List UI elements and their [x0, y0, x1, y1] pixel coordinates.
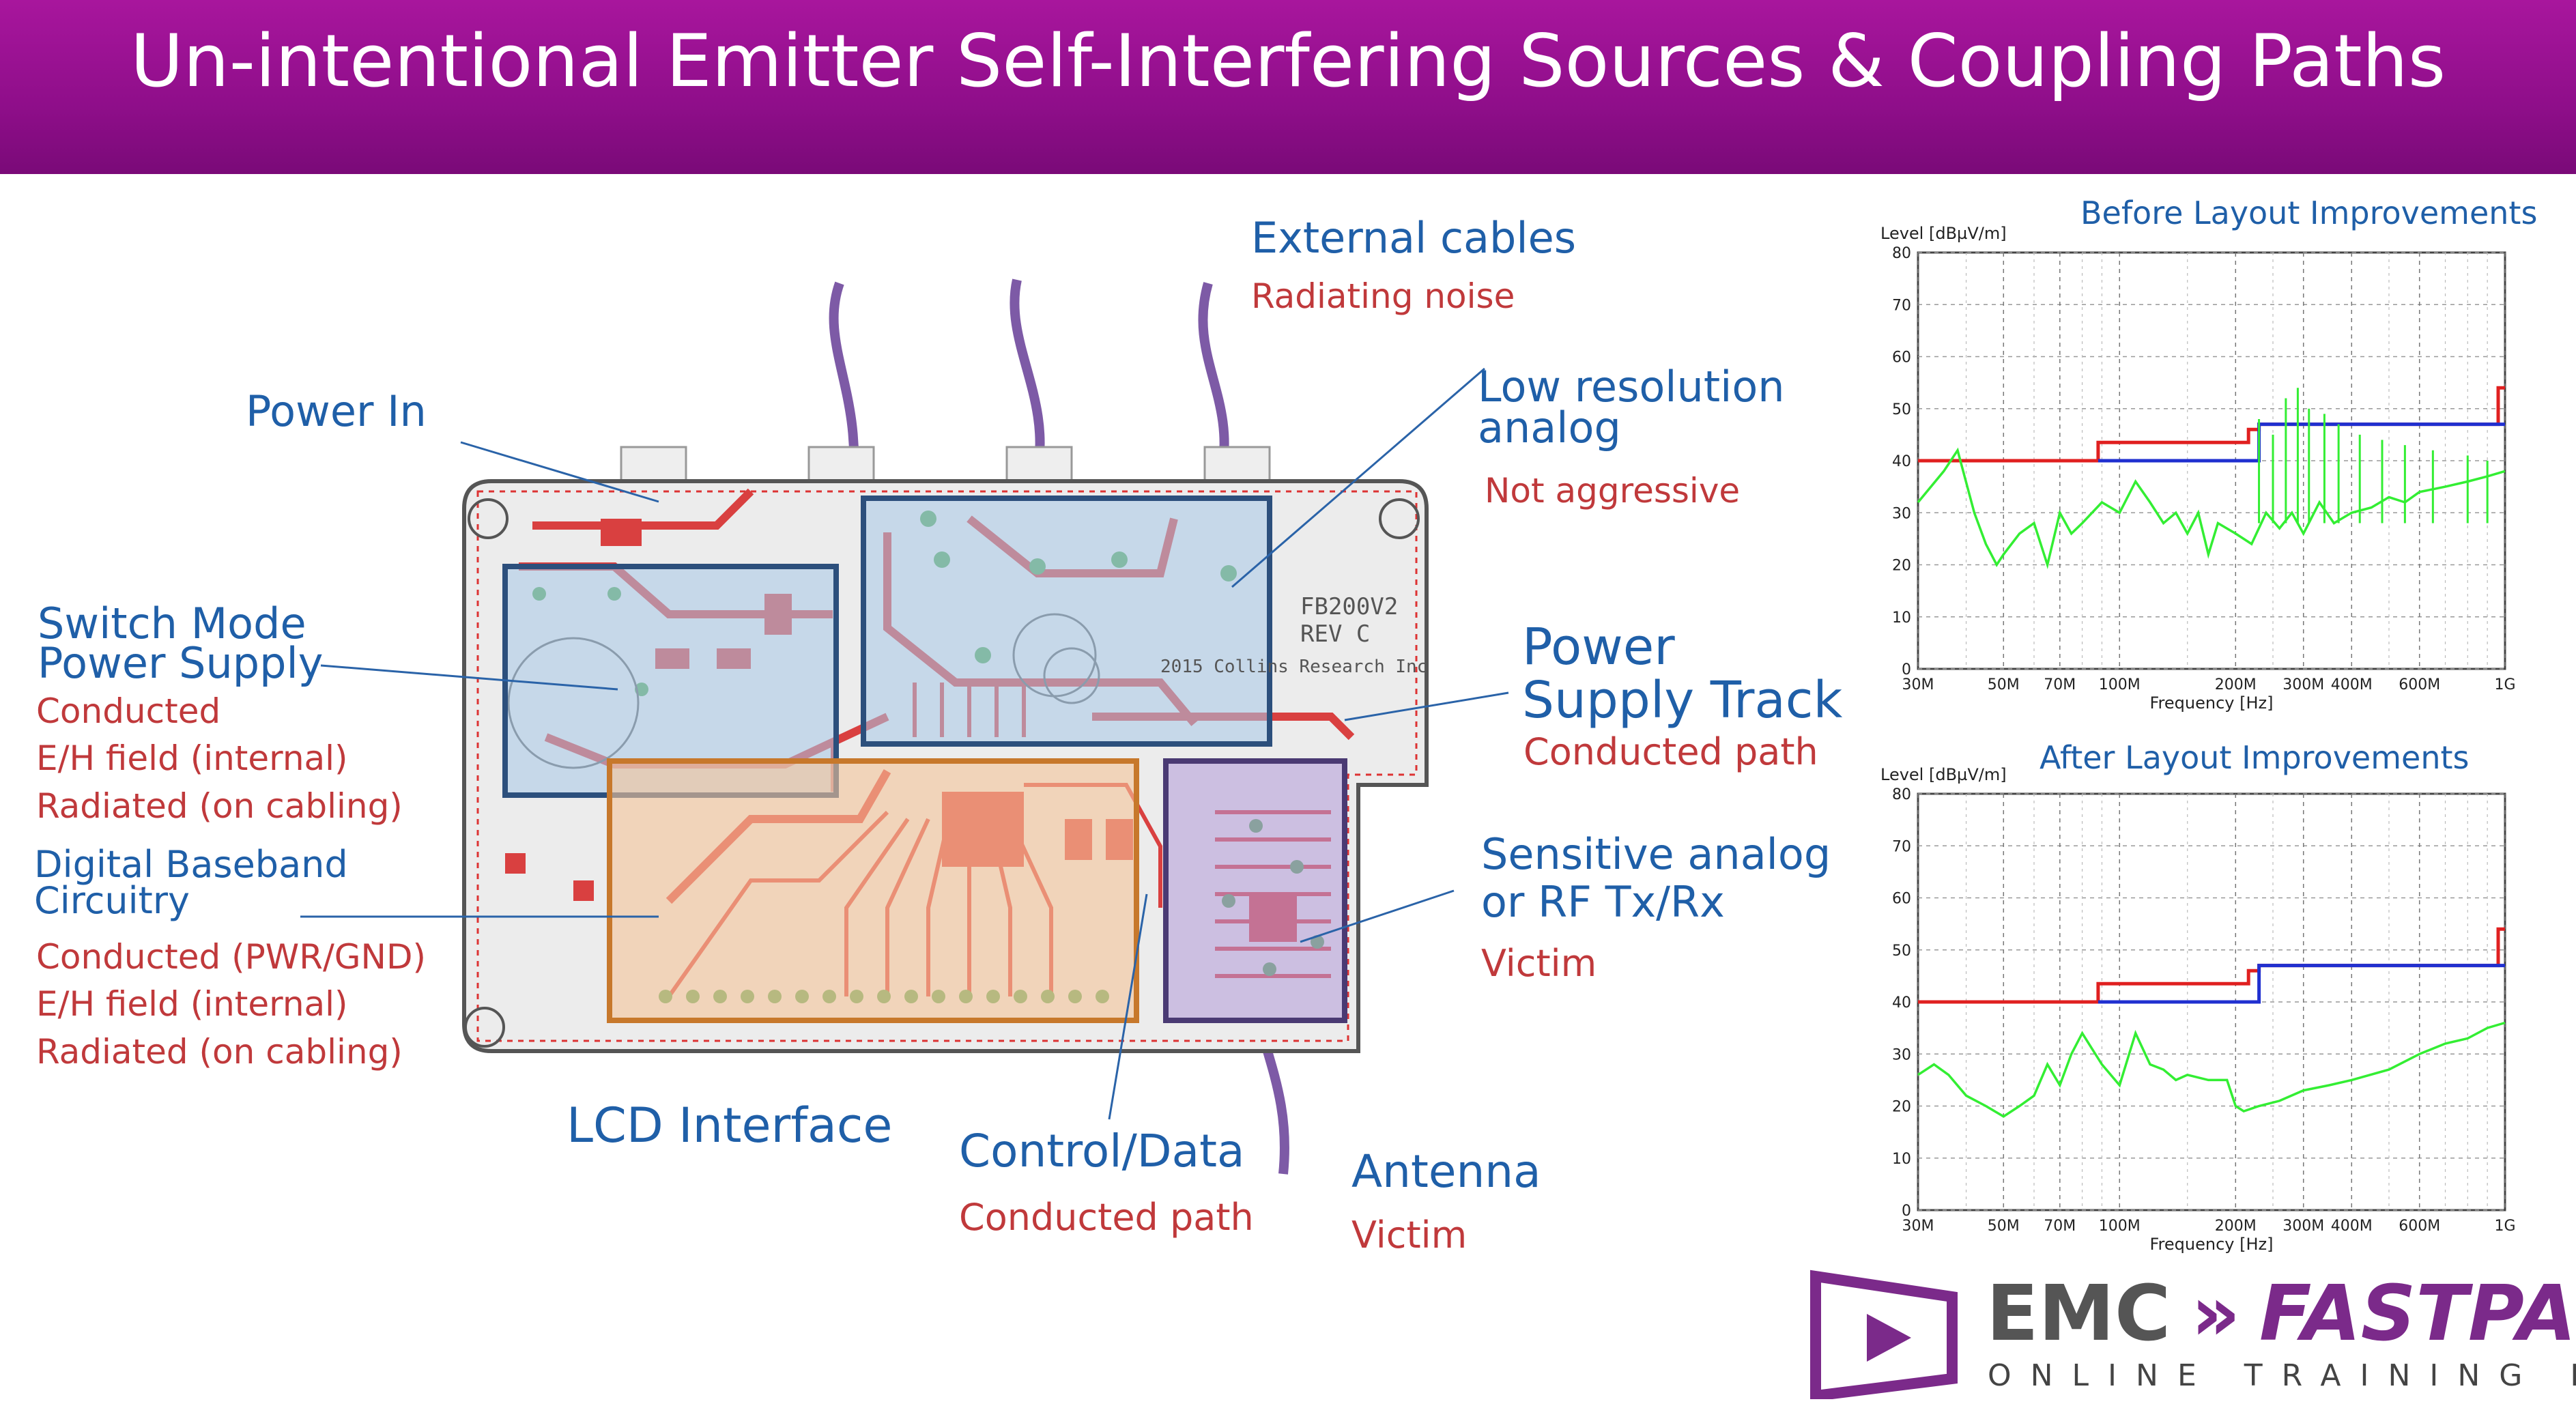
smps-label-1: Switch Mode: [38, 599, 306, 648]
x-tick-label: 100M: [2099, 676, 2141, 693]
series-line-3: [1917, 447, 2506, 569]
x-tick-label: 70M: [2044, 1218, 2076, 1235]
radiated-label-1: Radiated (on cabling): [36, 786, 403, 826]
y-tick-label: 10: [1892, 1151, 1911, 1168]
y-tick-label: 40: [1892, 994, 1911, 1012]
y-tick-label: 0: [1902, 661, 1911, 678]
y-tick-label: 30: [1892, 1046, 1911, 1063]
y-tick-label: 50: [1892, 401, 1911, 418]
play-icon: [1810, 1269, 1958, 1399]
series-line-3: [1917, 1021, 2506, 1118]
y-tick-label: 70: [1892, 297, 1911, 314]
y-tick-label: 80: [1892, 786, 1911, 803]
conducted-pwr-label: Conducted (PWR/GND): [36, 937, 426, 977]
x-tick-label: 600M: [2399, 676, 2440, 693]
smps-label-2: Power Supply: [38, 638, 324, 688]
x-tick-label: 1G: [2494, 676, 2515, 693]
before-chart-title: Before Layout Improvements: [2080, 195, 2538, 231]
rf-region: [1163, 758, 1347, 1023]
y-tick-label: 60: [1892, 891, 1911, 908]
cable-3: [1198, 282, 1229, 472]
y-axis-label: Level [dBµV/m]: [1880, 765, 2007, 784]
svg-text:FB200V2: FB200V2: [1300, 593, 1398, 620]
y-tick-label: 0: [1902, 1203, 1911, 1220]
y-tick-label: 70: [1892, 838, 1911, 855]
slide-title: Un-intentional Emitter Self-Interfering …: [130, 19, 2446, 103]
cable-1: [829, 281, 859, 478]
y-tick-label: 60: [1892, 349, 1911, 367]
x-tick-label: 400M: [2331, 1218, 2373, 1235]
x-tick-label: 300M: [2282, 676, 2324, 693]
lcd-interface-label: LCD Interface: [567, 1097, 893, 1153]
eh-field-label-1: E/H field (internal): [36, 738, 348, 778]
x-tick-label: 70M: [2044, 676, 2076, 693]
conducted-label: Conducted: [36, 691, 221, 731]
external-cables-label: External cables: [1251, 213, 1577, 263]
x-tick-label: 200M: [2215, 676, 2257, 693]
digital-region: [607, 758, 1139, 1023]
x-tick-label: 50M: [1988, 1218, 2020, 1235]
after-chart: Level [dBµV/m] 0 10 20 30 40 50 60 70 80 30M 50M 70M…: [1880, 765, 2516, 1254]
control-data-label: Control/Data: [959, 1125, 1245, 1177]
x-tick-label: 200M: [2215, 1218, 2257, 1235]
eh-field-label-2: E/H field (internal): [36, 984, 348, 1024]
cable-2: [1010, 278, 1045, 472]
low-resolution-label: Low resolution: [1478, 362, 1785, 412]
emc-fastpass-logo: EMC » FASTPASS ONLINE TRAINING HUB: [1809, 1269, 2576, 1403]
series-line-2: [2098, 964, 2505, 1004]
not-aggressive-label: Not aggressive: [1485, 471, 1741, 511]
svg-text:2015 Collins Research Inc: 2015 Collins Research Inc: [1160, 657, 1427, 677]
x-tick-label: 30M: [1902, 676, 1934, 693]
y-tick-label: 30: [1892, 505, 1911, 522]
x-tick-label: 30M: [1902, 1218, 1934, 1235]
victim-label-1: Victim: [1481, 942, 1597, 985]
series-line-1: [1918, 386, 2505, 463]
y-tick-label: 20: [1892, 1099, 1911, 1116]
x-axis-label: Frequency [Hz]: [2150, 693, 2274, 713]
digital-baseband-label-1: Digital Baseband: [34, 843, 348, 886]
antenna-label: Antenna: [1351, 1145, 1541, 1198]
y-tick-label: 50: [1892, 943, 1911, 960]
power-in-label: Power In: [246, 386, 427, 436]
x-axis-label: Frequency [Hz]: [2150, 1235, 2274, 1254]
sensitive-analog-label-2: or RF Tx/Rx: [1481, 877, 1725, 927]
y-tick-label: 20: [1892, 558, 1911, 575]
series-line-1: [1918, 927, 2505, 1004]
y-tick-label: 80: [1892, 245, 1911, 262]
power-supply-track-label-2: Supply Track: [1522, 671, 1843, 730]
conducted-path-label-1: Conducted path: [1523, 730, 1818, 773]
x-tick-label: 400M: [2331, 676, 2373, 693]
power-supply-track-label-1: Power: [1522, 618, 1675, 676]
x-tick-label: 1G: [2494, 1218, 2515, 1235]
conducted-path-label-2: Conducted path: [959, 1196, 1254, 1239]
svg-text:REV C: REV C: [1300, 620, 1370, 648]
y-tick-label: 40: [1892, 453, 1911, 470]
victim-label-2: Victim: [1351, 1214, 1468, 1257]
x-tick-label: 300M: [2282, 1218, 2324, 1235]
sensitive-analog-label-1: Sensitive analog: [1481, 829, 1831, 879]
x-tick-label: 100M: [2099, 1218, 2141, 1235]
before-chart: Level [dBµV/m] 0 10 20 30 40 50 60 70 80 30M 50M 70M…: [1880, 224, 2516, 713]
y-tick-label: 10: [1892, 609, 1911, 627]
title-bar: [0, 0, 2576, 174]
digital-baseband-label-2: Circuitry: [34, 879, 190, 922]
radiating-noise-label: Radiating noise: [1251, 276, 1515, 316]
analog-region: [861, 496, 1272, 747]
radiated-label-2: Radiated (on cabling): [36, 1032, 403, 1072]
x-tick-label: 50M: [1988, 676, 2020, 693]
x-tick-label: 600M: [2399, 1218, 2440, 1235]
analog-label: analog: [1478, 403, 1621, 453]
after-chart-title: After Layout Improvements: [2040, 739, 2470, 776]
y-axis-label: Level [dBµV/m]: [1880, 224, 2007, 243]
